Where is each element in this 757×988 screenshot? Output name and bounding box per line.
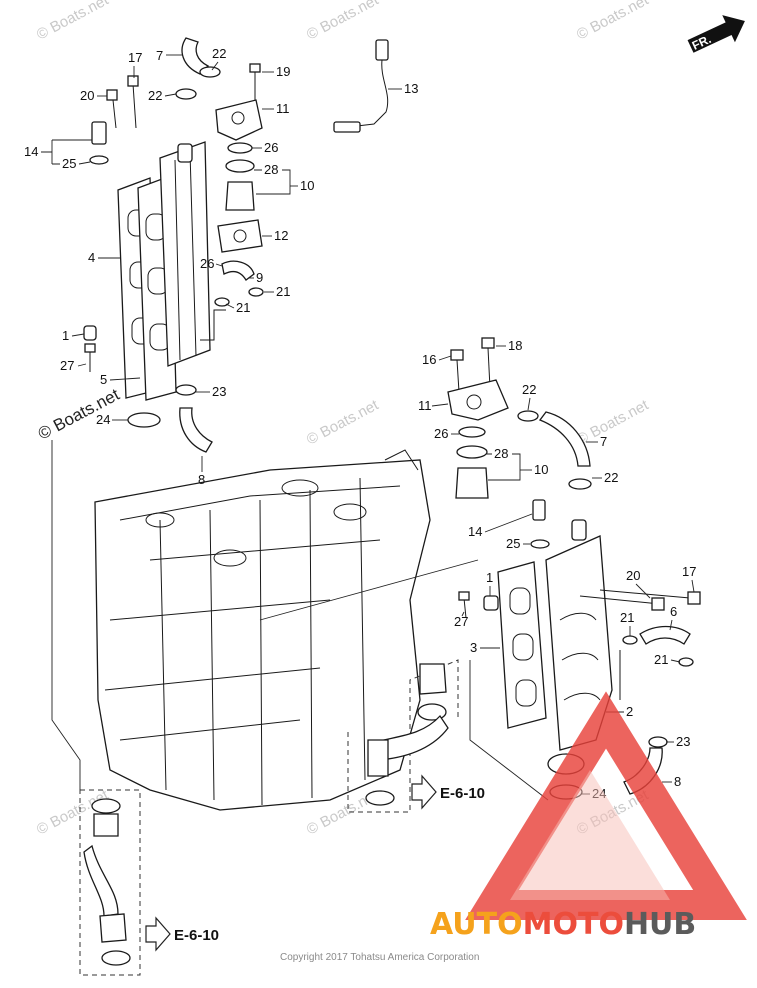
logo-text-moto: MOTO [523, 907, 624, 942]
exhaust-cover [159, 141, 211, 367]
callout-6: 6 [670, 604, 677, 619]
logo-text-hub: HUB [624, 907, 696, 942]
watermark: © Boats.net [304, 396, 382, 448]
lower-left-water-tube-group: E-6-10 [79, 789, 219, 976]
watermark: © Boats.net [574, 0, 652, 44]
bracket-line-right [469, 660, 549, 801]
callout-21: 21 [620, 610, 634, 625]
logo-wordmark: AUTOMOTOHUB [430, 907, 696, 942]
callout-27: 27 [60, 358, 74, 373]
callout-20: 20 [80, 88, 94, 103]
callout-8: 8 [674, 774, 681, 789]
callout-2: 2 [626, 704, 633, 719]
housing-part-12 [217, 219, 263, 253]
callout-3: 3 [470, 640, 477, 655]
callout-11: 11 [276, 101, 290, 116]
callout-22: 22 [522, 382, 536, 397]
callout-26: 26 [200, 256, 214, 271]
callout-17: 17 [682, 564, 696, 579]
logo-triangle [465, 691, 747, 920]
callout-22: 22 [212, 46, 226, 61]
callout-19: 19 [276, 64, 290, 79]
callout-28: 28 [494, 446, 508, 461]
logo-text-auto: AUTO [430, 907, 523, 942]
callout-13: 13 [404, 81, 418, 96]
callout-24: 24 [96, 412, 110, 427]
callout-25: 25 [506, 536, 520, 551]
ref-e-6-10-center[interactable]: E-6-10 [440, 785, 485, 802]
callout-4: 4 [88, 250, 95, 265]
callout-1: 1 [62, 328, 69, 343]
center-water-tube-group: E-6-10 [347, 659, 485, 813]
callout-5: 5 [100, 372, 107, 387]
cover-part-11-left [215, 99, 263, 141]
ref-e-6-10-lower-left[interactable]: E-6-10 [174, 927, 219, 944]
callout-12: 12 [274, 228, 288, 243]
callout-25: 25 [62, 156, 76, 171]
bracket-line-center [259, 559, 479, 621]
engine-block [94, 449, 431, 811]
callout-10: 10 [534, 462, 548, 477]
watermark: © Boats.net [574, 396, 652, 448]
watermark: © Boats.net [34, 0, 112, 44]
callout-20: 20 [626, 568, 640, 583]
sensor-part-13 [375, 39, 389, 61]
callout-9: 9 [256, 270, 263, 285]
callout-labels: 17 22 7 19 20 22 11 13 14 25 26 28 10 4 … [24, 46, 696, 801]
right-exhaust-assembly [447, 337, 701, 800]
callout-7: 7 [600, 434, 607, 449]
callout-27: 27 [454, 614, 468, 629]
cover-part-11-right [447, 379, 509, 421]
callout-14: 14 [468, 524, 482, 539]
automotohub-logo: AUTOMOTOHUB [430, 691, 747, 942]
hose-part-8-left [179, 407, 213, 453]
callout-1: 1 [486, 570, 493, 585]
callout-26: 26 [264, 140, 278, 155]
callout-7: 7 [156, 48, 163, 63]
gasket-part-3 [497, 561, 547, 729]
hose-part-7-right [538, 411, 591, 467]
callout-16: 16 [422, 352, 436, 367]
callout-22: 22 [148, 88, 162, 103]
callout-11: 11 [418, 398, 432, 413]
callout-14: 14 [24, 144, 38, 159]
bracket-line-left [51, 440, 81, 790]
callout-17: 17 [128, 50, 142, 65]
left-exhaust-assembly [83, 37, 389, 453]
hose-part-7-left [181, 37, 210, 75]
callout-10: 10 [300, 178, 314, 193]
callout-18: 18 [508, 338, 522, 353]
watermark: © Boats.net [304, 0, 382, 44]
callout-23: 23 [212, 384, 226, 399]
callout-21: 21 [654, 652, 668, 667]
callout-26: 26 [434, 426, 448, 441]
callout-22: 22 [604, 470, 618, 485]
callout-28: 28 [264, 162, 278, 177]
front-direction-arrow: FR. [687, 15, 745, 53]
callout-23: 23 [676, 734, 690, 749]
fitting-part-14-left [91, 121, 107, 145]
callout-8: 8 [198, 472, 205, 487]
copyright-notice: Copyright 2017 Tohatsu America Corporati… [280, 952, 479, 963]
callout-21: 21 [276, 284, 290, 299]
callout-21: 21 [236, 300, 250, 315]
